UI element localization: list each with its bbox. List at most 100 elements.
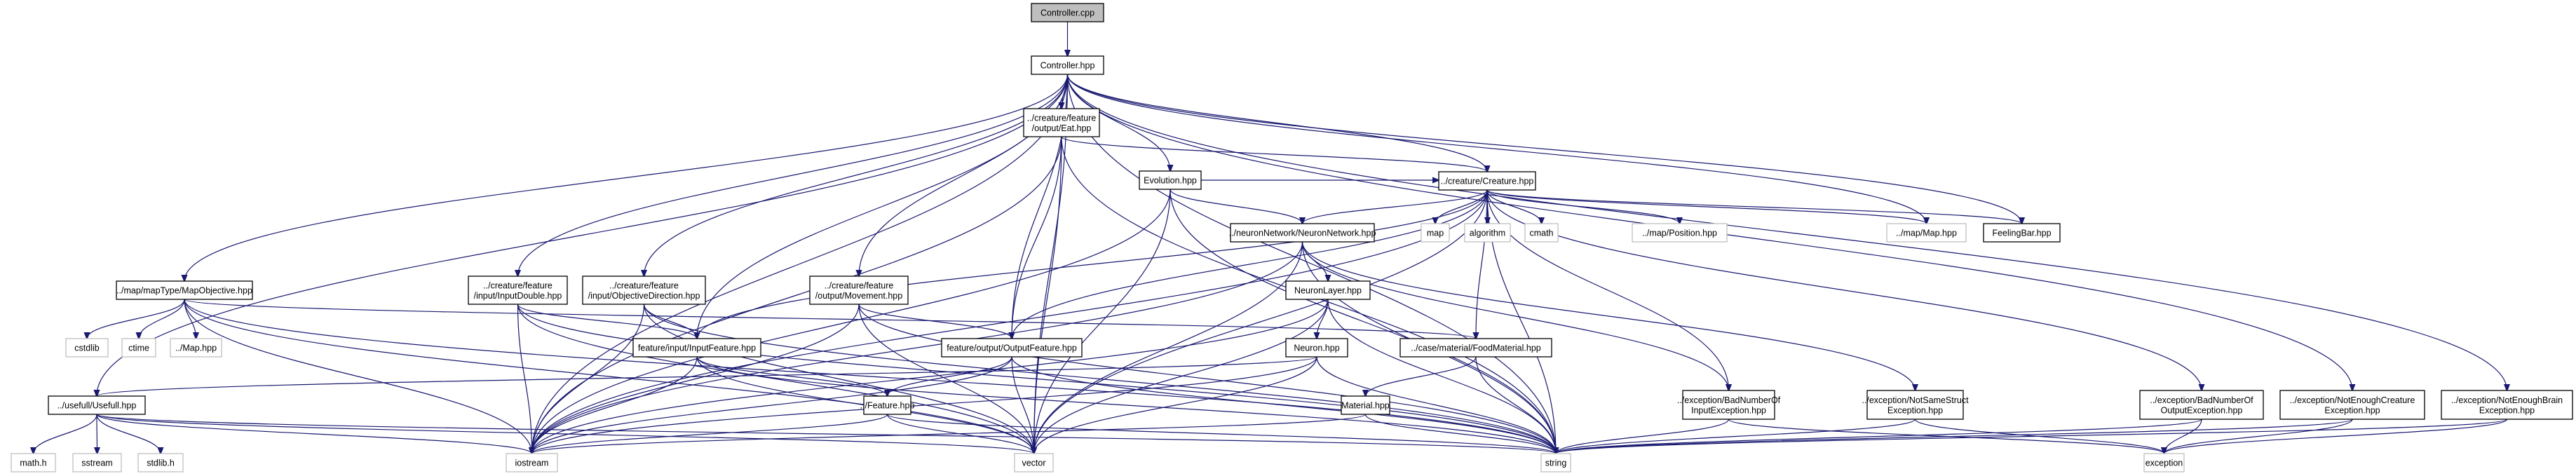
node-box [72,453,122,472]
node-label: stdlib.h [147,458,175,468]
edge-creature-to-position [1486,189,1680,224]
node-label: ../exception/NotEnoughCreature [2290,395,2415,405]
edge-creature-to-foodmaterial [1476,189,1488,339]
node-label: FeelingBar.hpp [1992,229,2051,238]
node-badout[interactable]: ../exception/BadNumberOfOutputException.… [2139,390,2264,420]
node-neuronlayer[interactable]: NeuronLayer.hpp [1285,280,1371,300]
edge-movement-to-vector [858,304,1034,454]
node-usefull[interactable]: ../usefull/Usefull.hpp [48,395,146,415]
node-controller_hpp[interactable]: Controller.hpp [1031,55,1104,75]
edge-neuron-to-string [1316,356,1556,454]
node-box [1632,223,1728,243]
edge-neuronlayer-to-vector [1034,299,1329,454]
node-label: Exception.hpp [2479,405,2535,415]
edge-inputdouble-to-string [517,304,1557,454]
node-box [1540,453,1571,472]
edge-movement-to-iostream [532,304,860,454]
node-label: /output/Movement.hpp [815,291,902,301]
edge-neuronnetwork-to-badin [1301,241,1729,390]
edge-badout-to-exception [2164,419,2202,454]
edge-controller_hpp-to-movement [859,74,1069,276]
node-creature[interactable]: ../creature/Creature.hpp [1438,171,1536,191]
edge-foodmaterial-to-string [1475,356,1556,454]
node-box [1023,108,1100,137]
node-box [1285,280,1371,300]
node-label: ctime [128,344,149,353]
node-box [121,338,156,358]
node-label: Evolution.hpp [1144,176,1197,186]
node-label: ../map/mapType/MapObjective.hpp [116,286,252,296]
edge-foodmaterial-to-material [1366,356,1477,396]
node-label: ../case/material/FoodMaterial.hpp [1411,344,1541,353]
edge-outputfeature-to-string [1011,356,1556,454]
edge-badout-to-string [1556,419,2202,454]
node-string: string [1540,453,1571,472]
node-badin[interactable]: ../exception/BadNumberOfInputException.h… [1677,390,1781,420]
edge-eat-to-iostream [532,136,1062,454]
node-box [2441,390,2573,420]
node-box [137,453,184,472]
node-box [2279,390,2425,420]
edge-creature-to-neuronnetwork [1303,189,1488,224]
edge-creature-to-inputfeature [697,189,1488,339]
edge-neuronnetwork-to-iostream [532,241,1303,454]
edge-eat-to-outputfeature [1012,136,1062,339]
edge-controller_hpp-to-feelingbar [1066,74,2022,224]
node-objdir[interactable]: ../creature/feature/input/ObjectiveDirec… [582,276,706,305]
node-label: Exception.hpp [2324,405,2380,415]
edge-evolution-to-neuronnetwork [1170,189,1303,224]
edge-inputdouble-to-vector [517,304,1034,454]
edge-neuronnetwork-to-notsame [1301,241,1916,390]
node-label: map [1427,229,1444,238]
node-box [1886,223,1967,243]
edge-mapobjective-to-cstdlib [87,299,185,339]
node-map_hpp: ../map/Map.hpp [1886,223,1967,243]
edge-usefull-to-math_h [34,414,97,454]
edge-creature-to-map_hpp [1486,189,1927,224]
node-foodmaterial[interactable]: ../case/material/FoodMaterial.hpp [1399,338,1552,358]
edge-usefull-to-string [96,414,1556,454]
edge-objdir-to-string [643,304,1557,454]
edge-controller_hpp-to-inputdouble [518,74,1069,276]
node-feature[interactable]: ../Feature.hpp [860,395,915,415]
edge-neuron-to-vector [1034,356,1317,454]
edge-mapobjective-to-string [184,299,1556,454]
node-outputfeature[interactable]: feature/output/OutputFeature.hpp [941,338,1083,358]
node-evolution[interactable]: Evolution.hpp [1139,170,1202,190]
node-box [506,453,558,472]
node-inputfeature[interactable]: feature/input/InputFeature.hpp [632,338,761,358]
edge-outputfeature-to-feature [888,356,1012,396]
node-label: /input/InputDouble.hpp [474,291,562,301]
node-inputdouble[interactable]: ../creature/feature/input/InputDouble.hp… [468,276,568,305]
node-label: ../Map.hpp [175,344,217,353]
node-box [11,453,56,472]
node-eat[interactable]: ../creature/feature/output/Eat.hpp [1023,108,1100,137]
node-material[interactable]: Material.hpp [1341,395,1390,415]
node-map_std: map [1421,223,1450,243]
node-label: ../creature/feature [609,280,679,290]
node-label: ../creature/feature [825,280,894,290]
node-label: ../map/Map.hpp [1896,229,1957,238]
node-label: ../map/Position.hpp [1642,229,1717,238]
node-label: ../exception/BadNumberOf [1677,395,1781,405]
node-neuronnetwork[interactable]: ../neuronNetwork/NeuronNetwork.hpp [1229,223,1376,243]
node-notcreature[interactable]: ../exception/NotEnoughCreatureException.… [2279,390,2425,420]
edge-usefull-to-stdlib_h [96,414,161,454]
edge-outputfeature-to-iostream [532,356,1012,454]
node-label: ../creature/feature [1027,113,1097,123]
edge-creature-to-badin [1486,189,1729,390]
node-movement[interactable]: ../creature/feature/output/Movement.hpp [809,276,909,305]
node-neuron[interactable]: Neuron.hpp [1285,338,1348,358]
edge-notcreature-to-exception [2164,419,2353,454]
node-cstdlib: cstdlib [65,338,109,358]
node-controller_cpp[interactable]: Controller.cpp [1031,3,1104,22]
node-mapobjective[interactable]: ../map/mapType/MapObjective.hpp [116,280,253,300]
node-box [941,338,1083,358]
node-feelingbar[interactable]: FeelingBar.hpp [1983,223,2061,243]
node-label: ../neuronNetwork/NeuronNetwork.hpp [1229,229,1376,238]
edge-movement-to-string [858,304,1556,454]
node-label: /input/ObjectiveDirection.hpp [588,291,700,301]
node-label: Exception.hpp [1887,405,1943,415]
